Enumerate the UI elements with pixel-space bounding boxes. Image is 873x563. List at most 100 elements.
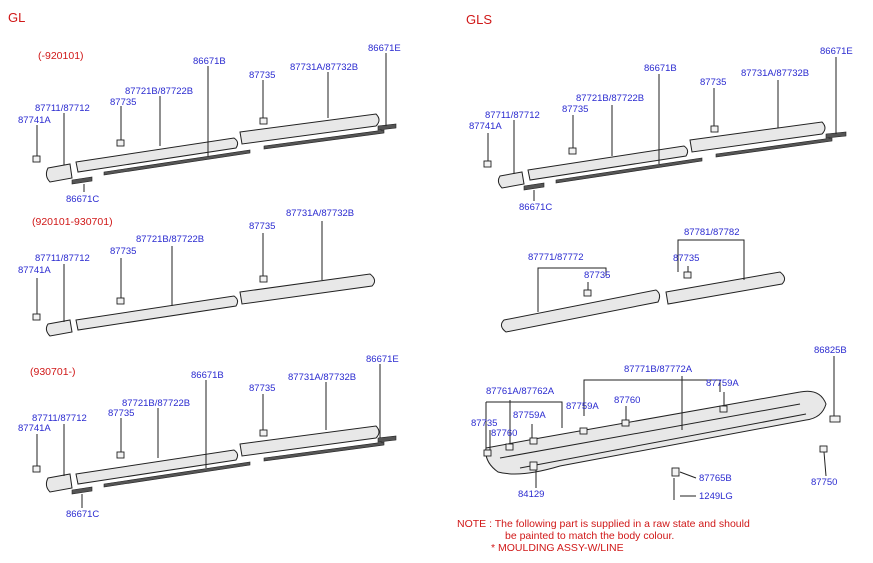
gls-top-lower-strip-front [555,157,703,184]
gl-v3-clip-2 [116,451,125,459]
gls-top-label-86671c: 86671C [519,202,553,213]
gls-bottom-label-87765b: 87765B [699,473,732,484]
gls-top-label-87735a: 87735 [562,104,589,115]
gls-top-lower-strip-rear [715,137,833,158]
gls-mid-label-87735b: 87735 [673,253,700,264]
gl-v1-date: (-920101) [38,50,84,62]
gls-top-rocker-strip [825,131,847,139]
gls-bottom-clip-8 [671,467,680,477]
gl-v2-door-moulding-front [75,295,239,331]
gl-v1-small-strip [71,176,93,185]
gl-v3-small-strip [71,486,93,495]
gls-bottom-label-87760-1: 87760 [614,395,641,406]
gls-top-clip-2 [568,147,577,155]
gl-v3-door-moulding-rear [239,425,380,457]
gl-v1-label-87731a: 87731A/87732B [290,62,359,73]
gl-v3-date: (930701-) [30,366,76,378]
gls-bottom-clip-3 [529,437,538,445]
gl-v2-label-87731a: 87731A/87732B [286,208,355,219]
gl-v2-label-87735a: 87735 [110,246,137,257]
gl-v2-label-87721b: 87721B/87722B [136,234,205,245]
gls-top-assembly [483,57,847,201]
gl-v2-front-moulding [45,319,73,337]
gls-top-small-strip [523,182,545,191]
gl-v1-front-moulding [45,163,73,183]
gls-top-clip-1 [483,160,492,168]
gl-v1-lower-strip-rear [263,129,385,150]
gls-bottom-label-1249lg: 1249LG [699,491,733,502]
gl-v2-assembly [32,221,376,337]
gl-v1-label-86671b: 86671B [193,56,226,67]
gls-bottom-label-87759a-1: 87759A [706,378,739,389]
gl-v3-lower-strip-rear [263,441,385,462]
gl-v1-clip-3 [259,117,268,125]
gls-mid-label-87771: 87771/87772 [528,252,584,263]
gl-v1-rocker-strip [377,123,397,131]
gl-v3-rocker-strip [377,435,397,443]
gls-bottom-clip-9 [819,445,828,453]
gls-bottom-label-87735: 87735 [471,418,498,429]
gl-v1-label-87711: 87711/87712 [35,103,90,114]
gl-v3-assembly [32,364,397,508]
gl-v3-label-86671e: 86671E [366,354,399,365]
gls-top-clip-3 [710,125,719,133]
gls-bottom-clip-4 [579,427,588,435]
note-line-1: NOTE : The following part is supplied in… [457,518,750,530]
gls-mid-clip-1 [583,289,592,297]
gl-v3-label-86671c: 86671C [66,509,100,520]
gl-section-title: GL [8,10,26,25]
gl-v1-lower-strip-front [103,149,251,176]
gls-bottom-sill-moulding [485,390,827,475]
gls-bottom-clip-7 [529,461,538,471]
gl-v1-clip-2 [116,139,125,147]
gl-v3-label-87735b: 87735 [249,383,276,394]
gl-v1-door-moulding-rear [239,113,380,145]
gls-bottom-label-87771b: 87771B/87772A [624,364,693,375]
gls-bottom-assembly [483,356,841,500]
gls-mid-moulding-front [500,289,661,333]
gls-top-label-86671e: 86671E [820,46,853,57]
gl-v2-label-87711: 87711/87712 [35,253,90,264]
gl-v1-assembly [32,53,397,192]
gl-v2-label-87735b: 87735 [249,221,276,232]
gl-v2-clip-2 [116,297,125,305]
note-line-3: * MOULDING ASSY-W/LINE [491,542,624,554]
paint-note: NOTE : The following part is supplied in… [457,518,750,554]
gls-top-label-87735b: 87735 [700,77,727,88]
gls-mid-label-87735a: 87735 [584,270,611,281]
gl-v3-label-87731a: 87731A/87732B [288,372,357,383]
gl-v1-label-87741a: 87741A [18,115,51,126]
gl-v2-door-moulding-rear [239,273,376,305]
gl-v1-label-86671c: 86671C [66,194,100,205]
gl-v3-clip-3 [259,429,268,437]
gl-v1-clip-1 [32,155,41,163]
gls-bottom-label-87760-2: 87760 [491,428,518,439]
gls-top-label-86671b: 86671B [644,63,677,74]
gl-v1-label-86671e: 86671E [368,43,401,54]
gl-v3-clip-1 [32,465,41,473]
gls-bottom-label-87759a-2: 87759A [566,401,599,412]
gls-top-door-moulding-front [527,145,689,181]
gls-top-label-87721b: 87721B/87722B [576,93,645,104]
gl-v1-label-87721b: 87721B/87722B [125,86,194,97]
gl-v3-label-87735a: 87735 [108,408,135,419]
gl-v1-door-moulding-front [75,137,239,173]
gls-bottom-clip-2 [505,443,514,451]
gl-v3-door-moulding-front [75,449,239,485]
gls-bottom-label-86825b: 86825B [814,345,847,356]
gl-v2-clip-1 [32,313,41,321]
gls-bottom-clip-5 [621,419,630,427]
gls-bottom-label-87761a: 87761A/87762A [486,386,555,397]
note-line-2: be painted to match the body colour. [505,530,675,542]
gl-v3-label-87711: 87711/87712 [32,413,87,424]
gls-bottom-clip-10 [829,415,841,423]
gls-mid-clip-2 [683,271,692,279]
gls-top-label-87731a: 87731A/87732B [741,68,810,79]
gl-v2-date: (920101-930701) [32,216,113,228]
gls-bottom-label-84129: 84129 [518,489,545,500]
gl-v2-clip-3 [259,275,268,283]
gl-v3-lower-strip-front [103,461,251,488]
gls-mid-label-87781: 87781/87782 [684,227,740,238]
gls-top-label-87711: 87711/87712 [485,110,540,121]
